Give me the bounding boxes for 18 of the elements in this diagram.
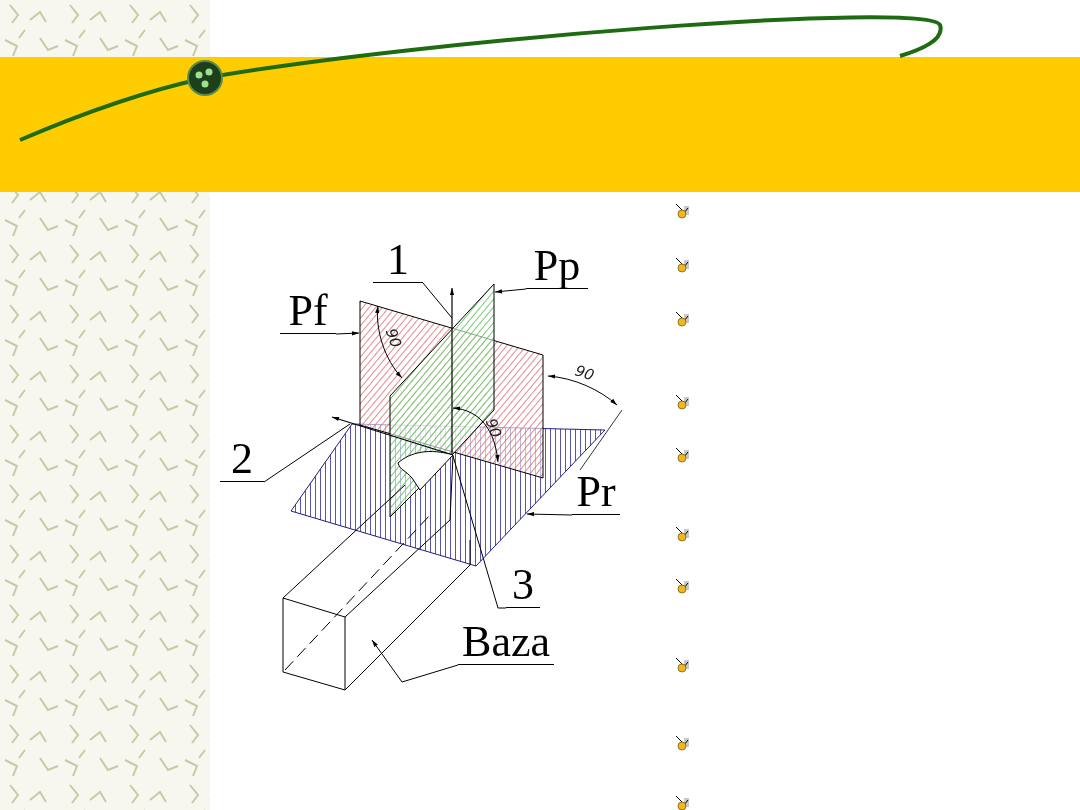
callout-label: Pp bbox=[526, 244, 588, 289]
leader-line bbox=[263, 423, 351, 483]
leader-line bbox=[452, 455, 507, 609]
leader-line bbox=[371, 639, 459, 683]
reference-plane bbox=[331, 283, 500, 518]
angle-label: 90 bbox=[573, 362, 597, 384]
callout-label: Baza bbox=[458, 620, 554, 665]
leader-line bbox=[526, 512, 573, 517]
leader-line bbox=[422, 282, 453, 319]
angle-label: 90 bbox=[482, 416, 505, 440]
angle-label: 90 bbox=[382, 326, 405, 350]
callout-label: 1 bbox=[373, 238, 423, 283]
callout-label: 3 bbox=[506, 563, 540, 608]
callout-label: 2 bbox=[220, 437, 264, 482]
callout-label: Pf bbox=[280, 289, 336, 334]
leader-line bbox=[335, 331, 360, 336]
leader-line bbox=[494, 288, 527, 294]
callout-label: Pr bbox=[572, 470, 620, 515]
